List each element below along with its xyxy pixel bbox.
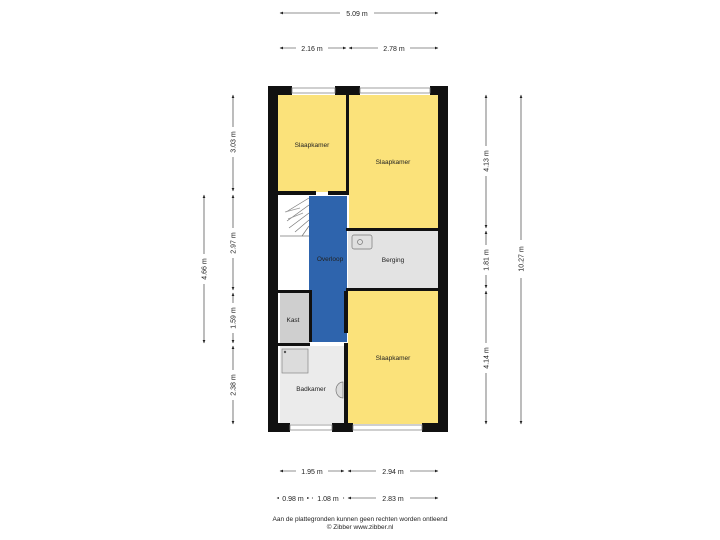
label-bedroom-top-left: Slaapkamer (295, 142, 331, 149)
washbasin-icon (351, 234, 373, 250)
dim-bottom2-b: 1.08 m (317, 496, 339, 503)
dim-bottom2-c: 2.83 m (382, 496, 404, 503)
dim-bottom2-a: 0.98 m (282, 496, 304, 503)
dim-left-outer: 4.66 m (202, 258, 209, 280)
disclaimer-text: Aan de plattegronden kunnen geen rechten… (272, 516, 448, 523)
walls (268, 86, 448, 432)
dim-right-2: 1.81 m (484, 249, 491, 271)
dim-right-1: 4.13 m (484, 150, 491, 172)
stair-area (277, 195, 309, 290)
staircase (280, 197, 310, 237)
closet (280, 293, 310, 343)
dim-left-1: 3.03 m (231, 131, 238, 153)
dim-top-left: 2.16 m (301, 46, 323, 53)
dim-left-4: 2.38 m (231, 374, 238, 396)
label-storage: Berging (382, 257, 405, 264)
label-bedroom-top-right: Slaapkamer (376, 159, 412, 166)
dim-right-3: 4.14 m (484, 347, 491, 369)
dim-right-total: 10.27 m (519, 246, 526, 271)
copyright-text: © Zibber www.zibber.nl (326, 524, 394, 531)
label-landing: Overloop (317, 256, 344, 263)
toilet-icon (335, 381, 344, 399)
landing (309, 196, 347, 342)
dim-bottom-left: 1.95 m (301, 469, 323, 476)
bedroom-top-left (276, 95, 346, 192)
dim-bottom-right: 2.94 m (382, 469, 404, 476)
label-closet: Kast (286, 317, 299, 324)
dim-left-2: 2.97 m (231, 232, 238, 254)
dim-top-total: 5.09 m (346, 11, 368, 18)
label-bedroom-bottom: Slaapkamer (376, 355, 412, 362)
bedroom-top-right (349, 95, 438, 228)
dim-left-3: 1.59 m (231, 307, 238, 329)
dim-top-right: 2.78 m (383, 46, 405, 53)
windows (289, 87, 431, 431)
label-bathroom: Badkamer (296, 386, 326, 393)
bedroom-bottom (348, 291, 438, 424)
shower-tray (281, 348, 309, 374)
